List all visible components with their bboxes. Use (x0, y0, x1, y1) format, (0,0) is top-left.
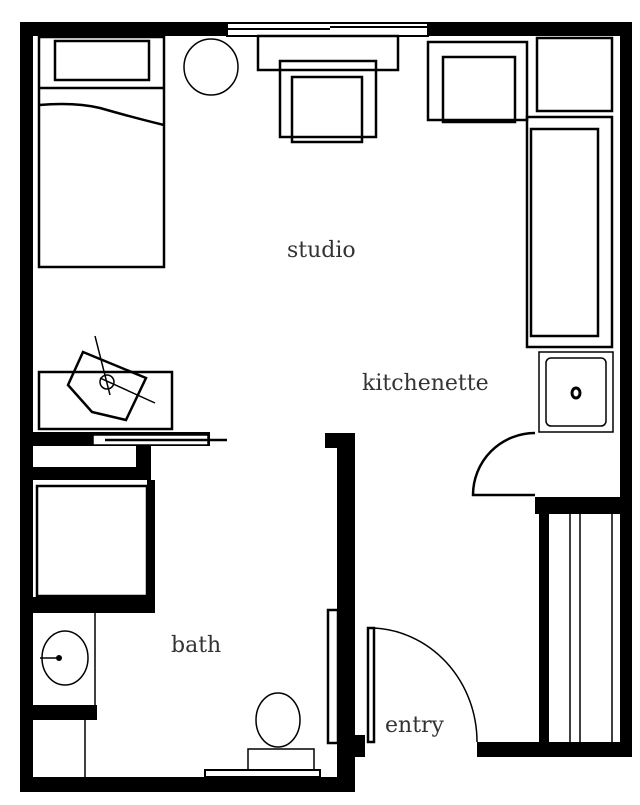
toilet (204, 692, 321, 778)
armchair (426, 40, 529, 124)
shower (35, 484, 149, 598)
bath-sink (40, 630, 89, 686)
closet (569, 514, 613, 742)
counter-curve (471, 431, 536, 497)
side-desk (37, 335, 174, 431)
cabinet (535, 36, 614, 113)
kitchen-sink (538, 351, 614, 433)
walls (20, 22, 632, 792)
sliding-door (92, 434, 227, 446)
bath-door (326, 608, 340, 745)
room-label-entry: entry (385, 713, 445, 738)
entry-door (355, 626, 478, 757)
kitchen-counter (525, 115, 614, 349)
bed (37, 35, 166, 269)
round-table (183, 38, 239, 96)
room-label-studio: studio (287, 238, 356, 263)
room-label-kitchenette: kitchenette (362, 371, 489, 396)
room-label-bath: bath (171, 633, 221, 658)
desk-with-chair (256, 34, 400, 144)
window (226, 22, 429, 37)
